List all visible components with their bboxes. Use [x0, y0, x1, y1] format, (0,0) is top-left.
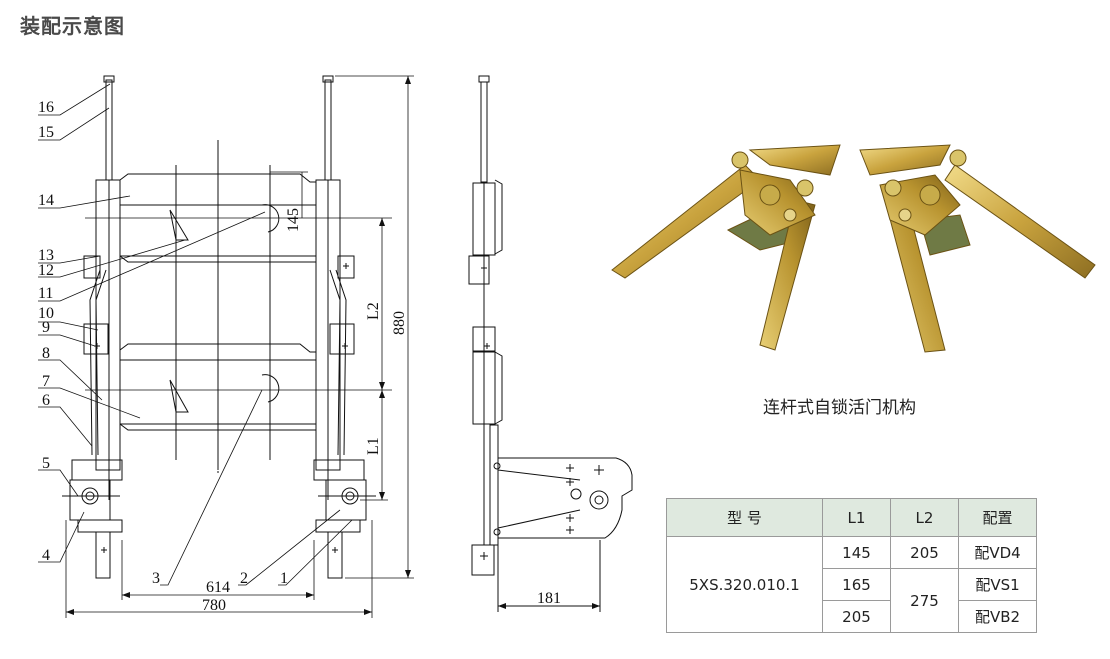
part-label: 15: [38, 124, 54, 141]
dim-L1: L1: [365, 437, 382, 455]
side-view: [468, 75, 633, 612]
cell-model: 5XS.320.010.1: [666, 536, 823, 633]
part-label: 4: [42, 547, 50, 564]
dimension-arrows: [66, 76, 411, 615]
part-label: 5: [42, 455, 50, 472]
dim-181: 181: [537, 590, 561, 607]
part-label: 9: [42, 319, 50, 336]
dim-L2: L2: [365, 302, 382, 320]
front-view: [62, 75, 392, 579]
part-label: 8: [42, 345, 50, 362]
dimension-lines: [65, 75, 414, 618]
header-L2: L2: [890, 498, 959, 537]
cell-L2: 205: [890, 536, 959, 569]
table-row: 165 275 配VS1: [667, 568, 1037, 633]
part-label: 13: [38, 247, 54, 264]
mechanism-photo: [611, 144, 1096, 353]
part-labels: 16 15 14 13 12 11 10 9 8 7 6 5 4 3 2 1: [38, 99, 288, 587]
cell-L1: 165: [822, 568, 891, 601]
header-model: 型 号: [666, 498, 823, 537]
page-title: 装配示意图: [20, 14, 125, 38]
cell-config: 配VD4: [958, 536, 1037, 569]
part-label: 11: [38, 285, 53, 302]
cell-config: 配VB2: [958, 600, 1037, 633]
spec-table: 型 号 L1 L2 配置 5XS.320.010.1 145 205 配VD4 …: [666, 498, 1037, 633]
side-arrows: [498, 603, 600, 609]
dim-780: 780: [202, 597, 226, 614]
part-label: 2: [240, 570, 248, 587]
part-label: 16: [38, 99, 54, 116]
table-row: 205 配VB2: [667, 600, 1037, 633]
part-label: 3: [152, 570, 160, 587]
leader-lines: [38, 83, 353, 586]
part-label: 7: [42, 373, 50, 390]
table-header-row: 型 号 L1 L2 配置: [666, 498, 1037, 537]
dim-880: 880: [391, 311, 408, 335]
part-label: 10: [38, 305, 54, 322]
photo-caption: 连杆式自锁活门机构: [763, 398, 916, 418]
cell-L1: 145: [822, 536, 891, 569]
dimension-labels: 614 780 880 145 L2 L1: [202, 208, 408, 614]
table-row: 5XS.320.010.1 145 205 配VD4: [666, 536, 1037, 633]
part-label: 6: [42, 392, 50, 409]
part-label: 14: [38, 192, 54, 209]
dim-614: 614: [206, 579, 230, 596]
header-config: 配置: [958, 498, 1037, 537]
part-label: 1: [280, 570, 288, 587]
header-L1: L1: [822, 498, 891, 537]
cell-config: 配VS1: [958, 568, 1037, 601]
cell-L2: 275: [890, 568, 959, 633]
cell-L1: 205: [822, 600, 891, 633]
dim-145: 145: [285, 208, 302, 232]
part-label: 12: [38, 262, 54, 279]
